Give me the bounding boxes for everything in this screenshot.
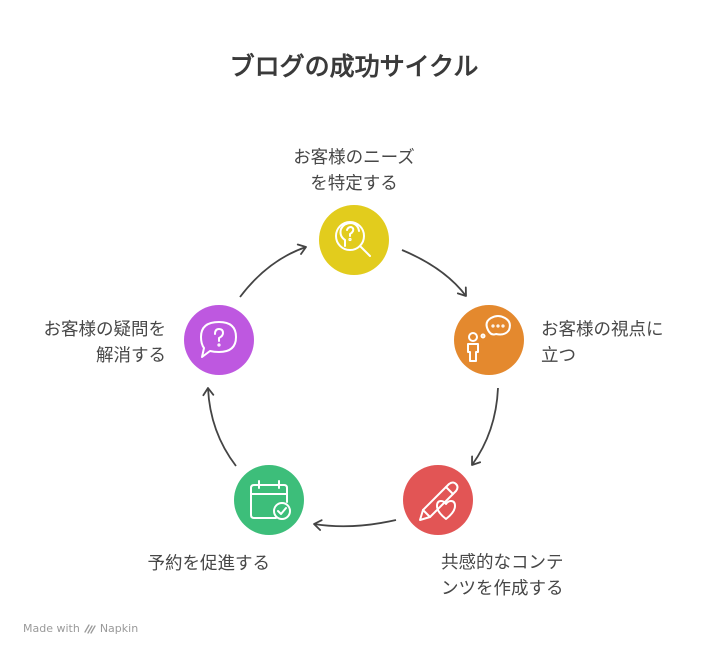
step-label-5-line2: 解消する	[96, 346, 166, 366]
step-label-4-line1: 予約を促進する	[147, 554, 271, 574]
arrow-5-to-1	[239, 243, 307, 298]
head-question-search-icon	[335, 221, 371, 257]
arrow-1-to-2	[401, 249, 467, 297]
step-label-2-line1: お客様の視点に	[541, 320, 664, 340]
step-label-1: お客様のニーズ を特定する	[284, 145, 424, 197]
step-label-5: お客様の疑問を 解消する	[24, 317, 167, 369]
napkin-logo-icon	[84, 623, 96, 634]
step-node-5	[184, 305, 254, 375]
arrow-2-to-3	[471, 387, 499, 466]
arrow-3-to-4	[313, 519, 397, 531]
made-with-napkin-watermark: Made with Napkin	[23, 622, 138, 635]
step-label-3-line1: 共感的なコンテ	[441, 553, 564, 573]
step-label-5-line1: お客様の疑問を	[43, 320, 167, 340]
step-node-1	[319, 205, 389, 275]
step-circle-2	[454, 305, 524, 375]
step-label-3-line2: ンツを作成する	[441, 579, 564, 599]
watermark-prefix: Made with	[23, 622, 80, 635]
step-label-2-line2: 立つ	[541, 346, 576, 366]
step-circle-3	[403, 465, 473, 535]
pen-heart-icon	[419, 481, 459, 521]
step-label-4: 予約を促進する	[128, 551, 271, 577]
watermark-brand: Napkin	[99, 622, 139, 635]
arrow-4-to-5	[202, 387, 237, 467]
step-circle-4	[234, 465, 304, 535]
step-label-1-line1: お客様のニーズ	[293, 148, 415, 168]
step-node-4	[234, 465, 304, 535]
calendar-check-icon	[250, 480, 291, 520]
diagram-title: ブログの成功サイクル	[229, 52, 479, 81]
step-node-2	[454, 305, 524, 375]
step-label-3: 共感的なコンテ ンツを作成する	[441, 550, 564, 602]
speech-question-icon	[200, 321, 237, 358]
step-node-3	[403, 465, 473, 535]
step-circle-1	[319, 205, 389, 275]
step-label-1-line2: を特定する	[310, 174, 398, 194]
person-thinking-icon	[467, 315, 511, 362]
step-label-2: お客様の視点に 立つ	[541, 317, 664, 369]
